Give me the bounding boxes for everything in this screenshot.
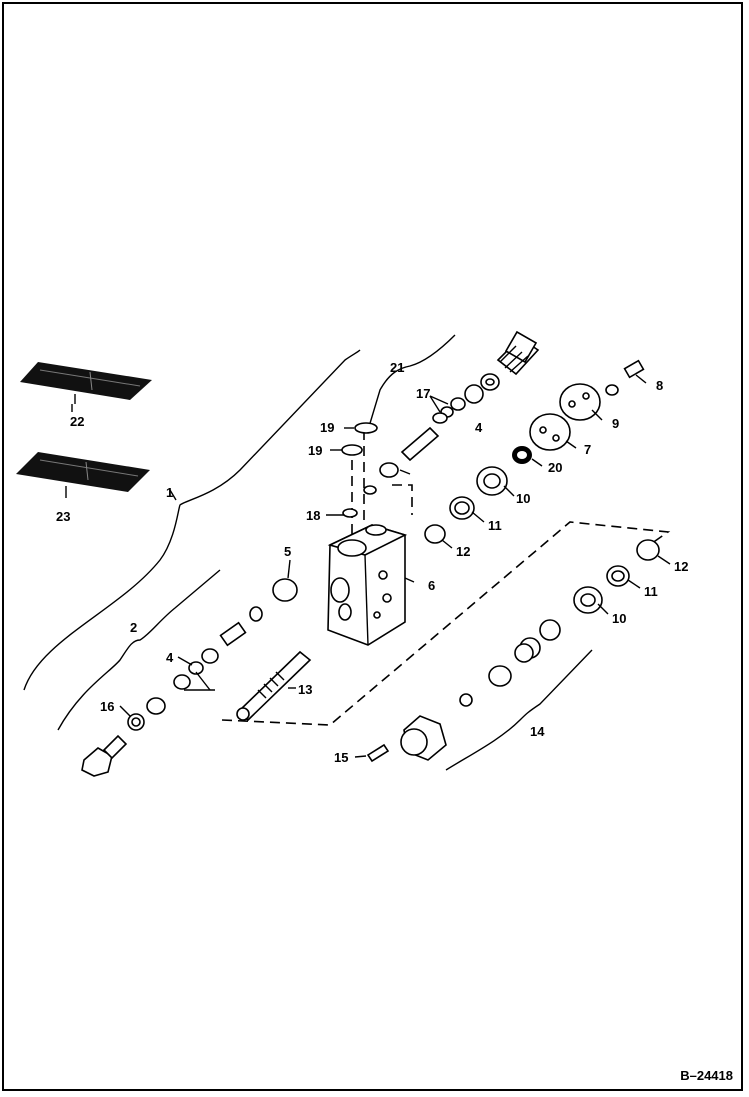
washer-16[interactable]	[127, 713, 145, 731]
callout-1: 1	[166, 485, 173, 500]
check-valve-left[interactable]	[219, 606, 263, 647]
o-ring-5[interactable]	[272, 578, 298, 602]
callout-23: 23	[56, 509, 70, 524]
seal-lower-left[interactable]	[173, 648, 219, 690]
callout-4-lower: 4	[166, 650, 174, 665]
leader-lines	[71, 374, 671, 758]
callout-22: 22	[70, 414, 84, 429]
relief-valve-cartridge[interactable]	[379, 330, 540, 478]
callout-13: 13	[298, 682, 312, 697]
callout-10-upper: 10	[516, 491, 530, 506]
ring-11-upper[interactable]	[449, 496, 475, 520]
callout-10-lower: 10	[612, 611, 626, 626]
bracket-21	[367, 334, 456, 431]
callout-14: 14	[530, 724, 545, 739]
bracket-2	[57, 569, 221, 731]
callout-6: 6	[428, 578, 435, 593]
callout-12-lower: 12	[674, 559, 688, 574]
seal-19-lower[interactable]	[341, 444, 363, 456]
callout-2: 2	[130, 620, 137, 635]
callout-labels: 22 23 1 2 5 6 4 13 16 15 14 21 17 4 19 1…	[56, 360, 688, 765]
callout-18: 18	[306, 508, 320, 523]
bracket-1	[23, 349, 361, 691]
bolt-15[interactable]	[366, 743, 390, 763]
cover-plate-9[interactable]	[559, 383, 601, 421]
callout-11-upper: 11	[488, 518, 502, 533]
dashed-guide-top	[351, 430, 413, 545]
ring-10-lower[interactable]	[573, 586, 603, 614]
dashed-section-outline	[221, 521, 671, 726]
callout-16: 16	[100, 699, 114, 714]
screw-8[interactable]	[605, 359, 645, 396]
spring-assembly-14[interactable]	[400, 619, 561, 761]
ring-10-upper[interactable]	[476, 466, 508, 496]
o-ring-12-lower[interactable]	[636, 539, 660, 561]
seal-19-upper[interactable]	[354, 422, 378, 434]
callout-4-upper: 4	[475, 420, 483, 435]
ball-4-lower[interactable]	[188, 661, 204, 675]
plug-bolt[interactable]	[81, 734, 128, 777]
valve-body[interactable]	[327, 524, 408, 646]
ring-lower-left[interactable]	[146, 697, 166, 715]
bracket-14	[445, 649, 593, 771]
callout-15: 15	[334, 750, 348, 765]
orifice-18[interactable]	[342, 485, 377, 518]
cover-plate-7[interactable]	[529, 413, 571, 451]
spool-13[interactable]	[236, 650, 312, 722]
callout-8: 8	[656, 378, 663, 393]
decal-22[interactable]	[20, 362, 152, 404]
callout-5: 5	[284, 544, 291, 559]
callout-9: 9	[612, 416, 619, 431]
o-ring-12-upper[interactable]	[424, 524, 446, 544]
callout-12-upper: 12	[456, 544, 470, 559]
callout-11-lower: 11	[644, 584, 658, 599]
callout-21: 21	[390, 360, 404, 375]
ring-11-lower[interactable]	[606, 565, 630, 587]
callout-7: 7	[584, 442, 591, 457]
figure-id: B–24418	[680, 1068, 733, 1083]
callout-17: 17	[416, 386, 430, 401]
callout-19-upper: 19	[320, 420, 334, 435]
callout-19-lower: 19	[308, 443, 322, 458]
decal-23[interactable]	[16, 452, 150, 498]
callout-20: 20	[548, 460, 562, 475]
